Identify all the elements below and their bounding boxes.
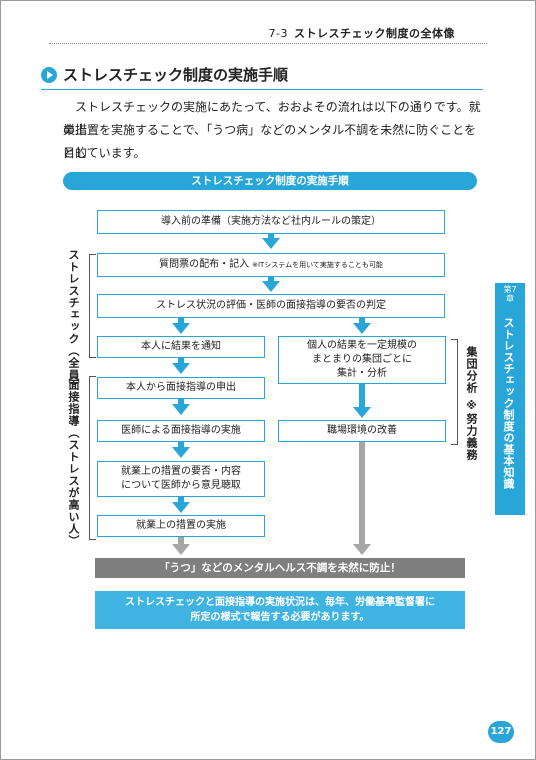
opinion-line-2: について医師から意見聴取 [121,480,241,491]
report-note: ストレスチェックと面接指導の実施状況は、毎年、労働基準監督署に 所定の様式で報告… [95,591,465,629]
arrow-stem [178,497,184,503]
chapter-tab [495,283,525,515]
down-arrow-icon [172,363,190,374]
down-arrow-icon [172,502,190,513]
group-line-1: 個人の結果を一定規模の [307,340,417,351]
down-arrow-icon [172,447,190,458]
arrow-stem [268,277,274,281]
arrow-stem [178,442,184,448]
down-arrow-icon [172,323,190,334]
header-divider [49,43,487,44]
down-arrow-icon [262,238,280,249]
page-number: 127 [488,721,514,743]
arrow-stem [178,399,184,405]
down-arrow-icon [172,404,190,415]
step-distribute-note: ※ITシステムを用いて実施することも可能 [252,261,383,269]
arrow-stem [178,358,184,364]
step-group-analysis: 個人の結果を一定規模の まとまりの集団ごとに 集計・分析 [278,336,446,384]
group-analysis-label: 集団分析 ※努力義務 [465,346,478,461]
arrow-stem [359,442,365,545]
step-prep: 導入前の準備（実施方法など社内ルールの策定） [97,210,445,234]
intro-line-3: としています。 [63,146,146,160]
step-improve: 職場環境の改善 [278,420,446,442]
step-interview: 医師による面接指導の実施 [97,420,265,442]
note-line-2: 所定の様式で報告する必要があります。 [190,612,370,623]
group-analysis-bracket [451,339,458,445]
down-arrow-icon [262,281,280,292]
result-banner: 「うつ」などのメンタルヘルス不調を未然に防止！ [95,558,465,578]
arrow-stem [359,384,365,408]
chapter-label: 第7 章 [495,285,525,303]
step-request: 本人から面接指導の申出 [97,377,265,399]
down-arrow-icon [172,544,190,555]
header-section-number: 7-3 [268,27,288,40]
interview-guidance-label: 面接指導（ストレスが高い人） [67,379,80,547]
step-opinion: 就業上の措置の要否・内容 について医師から意見聴取 [97,461,265,497]
arrow-stem [178,537,184,545]
opinion-line-1: 就業上の措置の要否・内容 [121,466,241,477]
step-distribute: 質問票の配布・記入※ITシステムを用いて実施することも可能 [97,253,445,277]
group-line-2: まとまりの集団ごとに [312,354,412,365]
play-bullet-icon [41,67,57,83]
intro-line-1: ストレスチェックの実施にあたって、おおよその流れは以下の通りです。就業上 [63,100,481,137]
down-arrow-icon [353,544,371,555]
chapter-title: ストレスチェック制度の基本知識 [502,317,515,490]
diagram-title: ストレスチェック制度の実施手順 [63,172,477,190]
stress-check-label: ストレスチェック（全員） [67,249,80,393]
arrow-stem [268,234,274,238]
step-notify: 本人に結果を通知 [97,336,265,358]
group-line-3: 集計・分析 [337,368,387,379]
chapter-label-line-2: 章 [506,294,514,303]
stress-check-bracket [89,254,96,358]
step-evaluate: ストレス状況の評価・医師の面接指導の要否の判定 [97,294,445,318]
arrow-stem [178,318,184,324]
arrow-stem [359,318,365,324]
header-section-title: ストレスチェック制度の全体像 [294,27,455,40]
note-line-1: ストレスチェックと面接指導の実施状況は、毎年、労働基準監督署に [125,597,435,608]
step-measures: 就業上の措置の実施 [97,515,265,537]
interview-bracket [89,376,96,540]
running-header: 7-3 ストレスチェック制度の全体像 [269,25,455,41]
section-title: ストレスチェック制度の実施手順 [63,66,289,84]
chapter-label-line-1: 第7 [503,285,517,294]
down-arrow-icon [353,407,371,418]
section-divider [41,89,483,90]
down-arrow-icon [353,323,371,334]
intro-line-2: の措置を実施することで、「うつ病」などのメンタル不調を未然に防ぐことを目的 [63,123,477,160]
step-distribute-label: 質問票の配布・記入 [159,259,250,270]
